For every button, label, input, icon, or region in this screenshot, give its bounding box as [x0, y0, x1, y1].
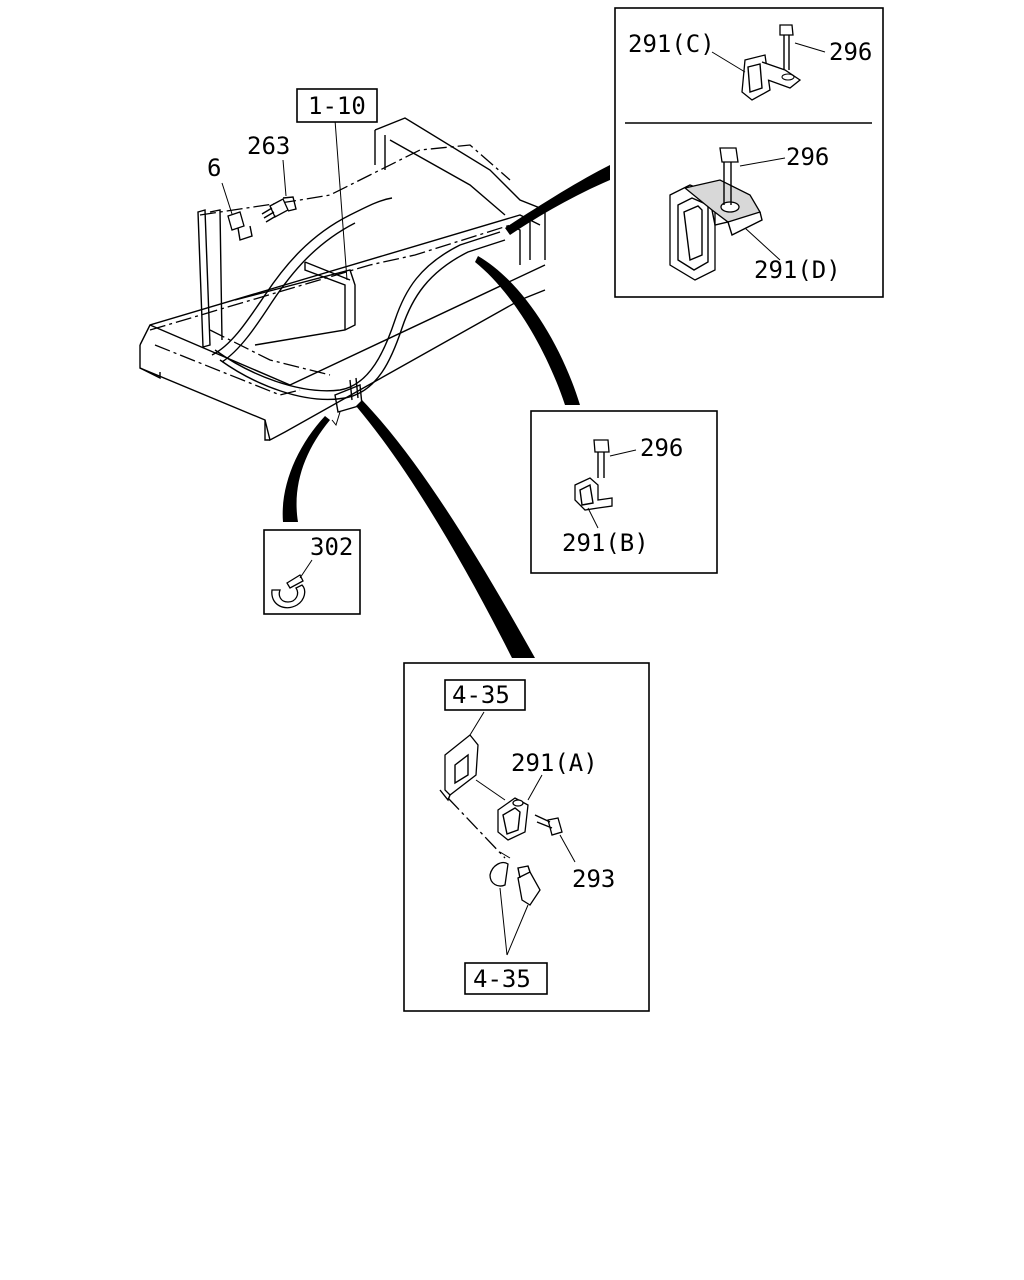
ref-box-1-10	[296, 88, 378, 123]
label-296-b: 296	[640, 434, 683, 462]
label-302: 302	[310, 533, 353, 561]
connector-to-detail-b	[475, 256, 580, 405]
connector-to-detail-302	[282, 416, 330, 522]
ref-label-1-10: 1-10	[308, 92, 366, 120]
connector-to-detail-a	[356, 400, 535, 658]
connector-to-detail-c-d	[505, 165, 610, 235]
label-296-c: 296	[829, 38, 872, 66]
label-296-d: 296	[786, 143, 829, 171]
label-293: 293	[572, 865, 615, 893]
ref-label-4-35-bottom: 4-35	[473, 965, 531, 993]
part-label-263: 263	[247, 132, 290, 160]
label-291a: 291(A)	[511, 749, 598, 777]
detail-box-c-d: 291(C) 296 296 291(D)	[614, 7, 884, 298]
detail-box-a: 4-35 291(A) 293 4-35	[403, 662, 650, 1012]
ref-label-4-35-top: 4-35	[452, 681, 510, 709]
detail-box-b: 296 291(B)	[530, 410, 718, 574]
label-291b: 291(B)	[562, 529, 649, 557]
chassis-frame	[139, 117, 546, 442]
part-label-6: 6	[207, 154, 221, 182]
detail-box-302: 302	[263, 529, 361, 615]
label-291d: 291(D)	[754, 256, 841, 284]
label-291c: 291(C)	[628, 30, 715, 58]
